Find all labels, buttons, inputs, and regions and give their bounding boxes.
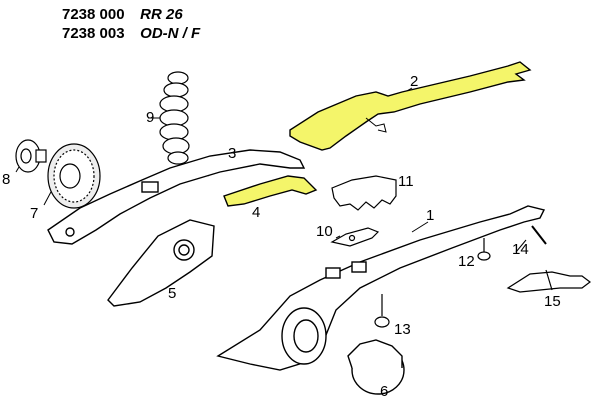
callout-11: 11 (398, 173, 414, 190)
callout-3: 3 (228, 145, 237, 162)
part-2-upper-lever (289, 61, 532, 151)
callout-12: 12 (458, 253, 475, 270)
part-6-knob (347, 339, 405, 395)
part-12-screw (477, 238, 491, 261)
model-code-2: OD-N / F (140, 25, 201, 42)
part-5-cam (107, 219, 215, 307)
part-3-lever (47, 149, 306, 245)
callout-1: 1 (426, 207, 435, 224)
callout-2: 2 (410, 73, 419, 90)
part-14-pin (531, 225, 547, 245)
part-7-gear (47, 143, 101, 209)
callout-14: 14 (512, 241, 529, 258)
part-15-cable (506, 269, 591, 293)
header-line-2: 7238 003 OD-N / F (62, 25, 200, 42)
part-8-nut (15, 139, 47, 173)
part-11-clip (331, 175, 397, 211)
part-1-lower-lever (216, 205, 546, 371)
callout-8: 8 (2, 171, 11, 188)
callout-13: 13 (394, 321, 411, 338)
model-code-1: RR 26 (140, 6, 183, 23)
part-number-2: 7238 003 (62, 25, 125, 42)
callout-15: 15 (544, 293, 561, 310)
header-line-1: 7238 000 RR 26 (62, 6, 183, 23)
callout-9: 9 (146, 109, 155, 126)
callout-10: 10 (316, 223, 333, 240)
callout-7: 7 (30, 205, 39, 222)
part-4-insert (223, 175, 318, 207)
part-number-1: 7238 000 (62, 6, 125, 23)
part-10-plate (330, 227, 380, 247)
callout-4: 4 (252, 204, 261, 221)
callout-6: 6 (380, 383, 389, 400)
part-9-boot (159, 71, 190, 165)
callout-5: 5 (168, 285, 177, 302)
part-13-screw (374, 294, 390, 328)
